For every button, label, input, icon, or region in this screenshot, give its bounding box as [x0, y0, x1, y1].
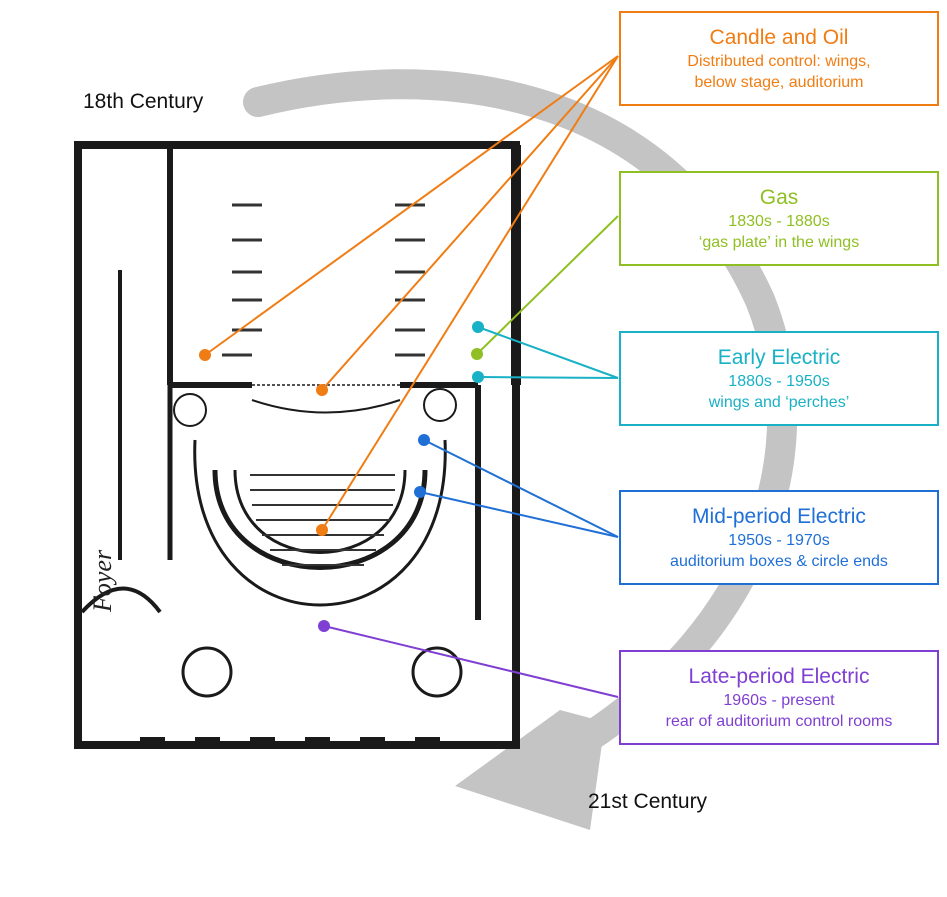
mid-title: Mid-period Electric — [692, 504, 866, 528]
label-foyer: Foyer — [88, 549, 117, 612]
gas-line1: 1830s - 1880s — [728, 212, 830, 230]
label-21st-century: 21st Century — [588, 790, 708, 813]
connector-candle-3 — [316, 55, 619, 536]
connector-candle-2 — [316, 55, 619, 396]
early-line1: 1880s - 1950s — [728, 372, 830, 390]
timeline-arrow — [243, 69, 798, 830]
mid-line2: auditorium boxes & circle ends — [670, 552, 888, 570]
box-late-period-electric: Late-period Electric 1960s - present rea… — [619, 650, 939, 745]
connector-early-1 — [472, 321, 619, 379]
candle-line2: below stage, auditorium — [694, 73, 864, 91]
connector-mid-2 — [414, 486, 619, 538]
box-early-electric: Early Electric 1880s - 1950s wings and ‘… — [619, 331, 939, 426]
connector-candle-1 — [199, 55, 619, 361]
gas-title: Gas — [759, 185, 799, 209]
early-line2: wings and ‘perches’ — [708, 393, 850, 411]
late-title: Late-period Electric — [688, 664, 870, 688]
candle-line1: Distributed control: wings, — [687, 52, 871, 70]
connector-early-2 — [472, 371, 619, 383]
floor-plan — [74, 141, 521, 749]
connector-gas — [471, 215, 619, 360]
box-candle-and-oil: Candle and Oil Distributed control: wing… — [619, 11, 939, 106]
candle-title: Candle and Oil — [709, 25, 849, 49]
gas-line2: ‘gas plate’ in the wings — [698, 233, 860, 251]
label-18th-century: 18th Century — [83, 90, 204, 113]
connector-late — [318, 620, 619, 698]
late-line2: rear of auditorium control rooms — [665, 712, 893, 730]
box-mid-period-electric: Mid-period Electric 1950s - 1970s audito… — [619, 490, 939, 585]
early-title: Early Electric — [717, 345, 841, 369]
box-gas: Gas 1830s - 1880s ‘gas plate’ in the win… — [619, 171, 939, 266]
late-line1: 1960s - present — [723, 691, 835, 709]
mid-line1: 1950s - 1970s — [728, 531, 830, 549]
connector-mid-1 — [418, 434, 619, 538]
